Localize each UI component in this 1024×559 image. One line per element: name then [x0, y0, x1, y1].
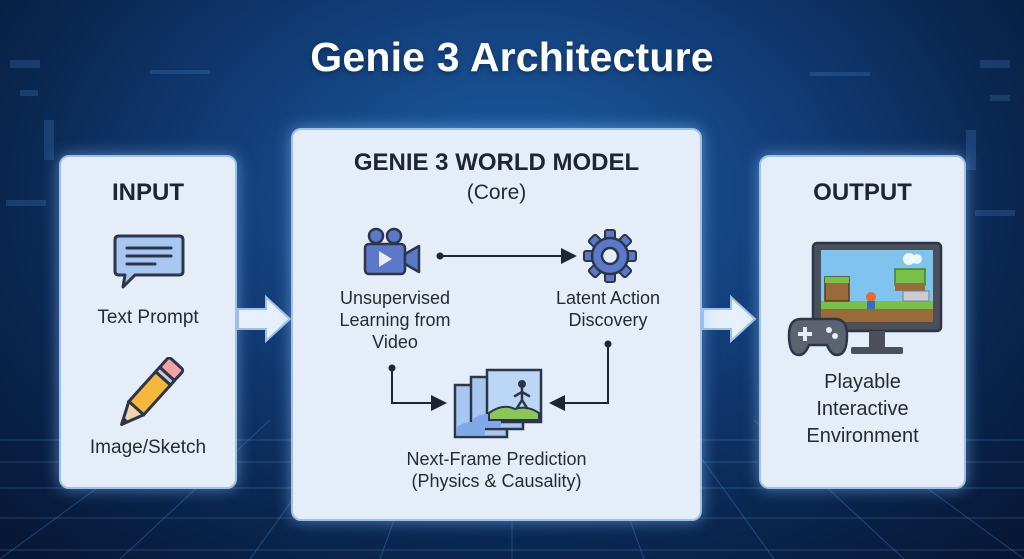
core-subheading: (Core) [466, 181, 527, 204]
next-frame-label: Next-Frame Prediction (Physics & Causali… [406, 449, 587, 491]
video-camera-icon [363, 227, 421, 276]
text-prompt-label: Text Prompt [97, 307, 199, 328]
output-panel: OUTPUT Playable Interactive Environment [759, 155, 966, 489]
input-panel: INPUT Text Prompt Image/Sketch [59, 155, 237, 489]
video-learning-label: Unsupervised Learning from Video [339, 288, 451, 352]
page-title: Genie 3 Architecture [310, 34, 714, 80]
core-to-output-arrow [702, 294, 757, 344]
core-flow-connectors [388, 248, 612, 411]
input-heading: INPUT [112, 179, 184, 206]
gamepad-icon [787, 317, 849, 357]
latent-action-label: Latent Action Discovery [555, 288, 661, 330]
gear-icon [583, 229, 637, 283]
image-frames-icon [453, 368, 543, 439]
chat-bubble-icon [113, 234, 185, 289]
pencil-icon [120, 357, 185, 426]
core-heading: GENIE 3 WORLD MODEL [353, 149, 640, 176]
image-sketch-label: Image/Sketch [89, 437, 207, 458]
environment-label: Playable Interactive Environment [806, 371, 919, 447]
core-panel: GENIE 3 WORLD MODEL (Core) [291, 128, 702, 521]
monitor-icon [811, 241, 943, 354]
input-to-core-arrow [237, 294, 292, 344]
output-heading: OUTPUT [813, 179, 912, 206]
